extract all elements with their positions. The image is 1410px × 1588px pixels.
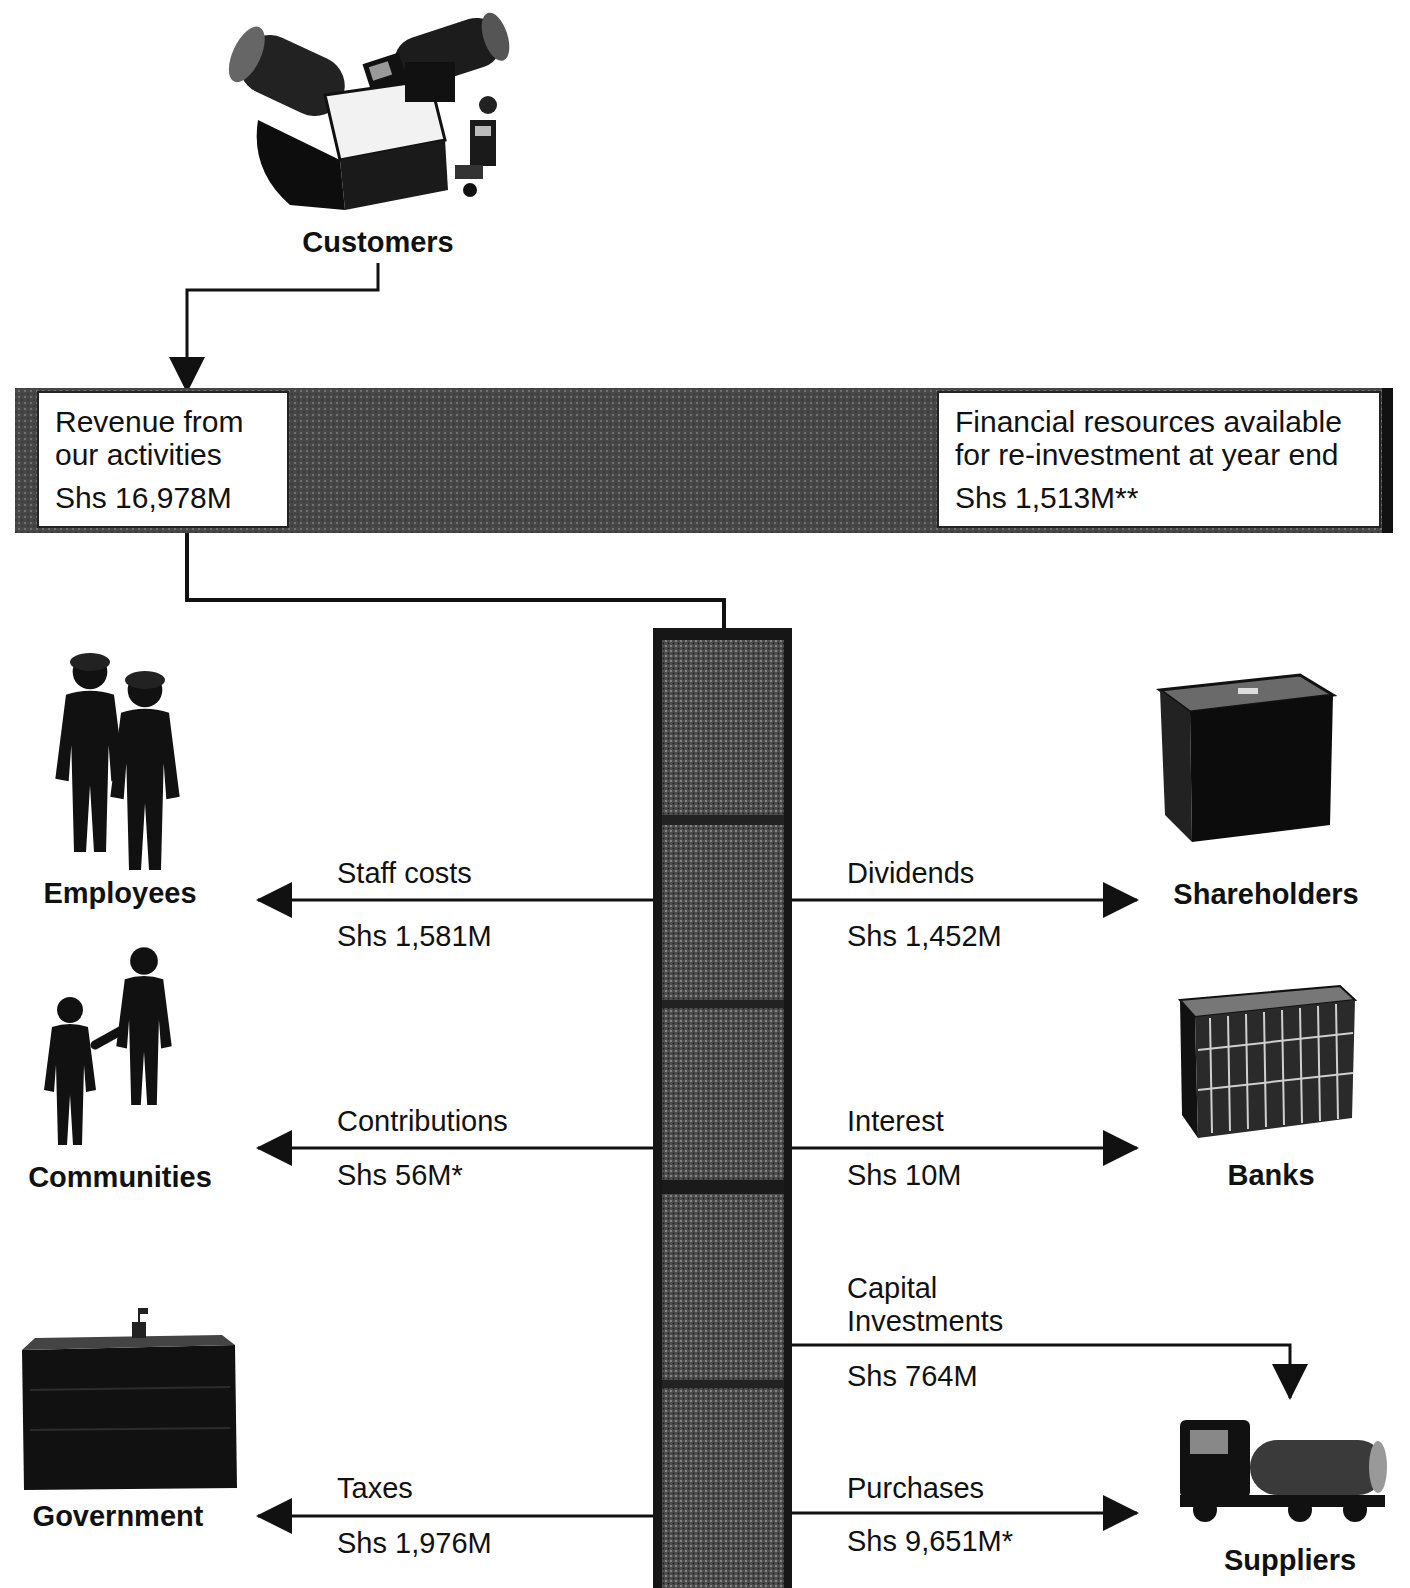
- flow-label: Interest: [847, 1105, 944, 1138]
- flow-label: Dividends: [847, 857, 974, 890]
- stakeholder-node: Banks: [1137, 990, 1395, 1195]
- flow-arrow: [187, 528, 724, 1516]
- stakeholder-label: Government: [33, 1500, 204, 1533]
- amount-label: Shs 10M: [847, 1159, 961, 1192]
- stakeholder-label: Shareholders: [1173, 878, 1358, 911]
- flow-label: Purchases: [847, 1472, 984, 1505]
- amount-label: Shs 1,452M: [847, 920, 1002, 953]
- amount-label: Shs 56M*: [337, 1159, 463, 1192]
- amount-holder: Shs 10M: [847, 1159, 961, 1192]
- amount-holder: Shs 1,581M: [337, 920, 492, 953]
- amount-label: Shs 1,581M: [337, 920, 492, 953]
- banks-illustration: [1180, 986, 1355, 1138]
- stakeholder-label: Employees: [43, 877, 196, 910]
- amount-label: Shs 1,976M: [337, 1527, 492, 1560]
- stakeholder-node: Employees: [22, 645, 258, 913]
- flow-label: Contributions: [337, 1105, 508, 1138]
- stakeholder-node: Suppliers: [1137, 1398, 1395, 1584]
- flow-arrow: [187, 528, 724, 1148]
- info-box: Revenue from our activitiesShs 16,978M: [37, 391, 289, 528]
- box-heading: Revenue from our activities: [55, 405, 271, 471]
- government-illustration: [22, 1308, 237, 1490]
- amount-holder: Shs 1,452M: [847, 920, 1002, 953]
- stakeholder-node: Government: [12, 1320, 258, 1535]
- amount-text: Shs 16,978M: [55, 481, 271, 514]
- shareholders-illustration: [1160, 675, 1333, 842]
- edge-label-holder: Taxes: [337, 1472, 413, 1505]
- stakeholder-node: Customers: [228, 8, 528, 263]
- amount-holder: Shs 764M: [847, 1360, 978, 1393]
- amount-holder: Shs 56M*: [337, 1159, 463, 1192]
- amount-label: Shs 764M: [847, 1360, 978, 1393]
- amount-text: Shs 1,513M**: [955, 481, 1363, 514]
- flow-arrow: [187, 528, 724, 900]
- stakeholder-node: Communities: [12, 940, 258, 1198]
- edge-label-holder: Staff costs: [337, 857, 472, 890]
- info-box: Financial resources available for re-inv…: [937, 391, 1381, 528]
- central-column: [653, 628, 792, 1588]
- suppliers-illustration: [1180, 1420, 1387, 1522]
- band: [15, 388, 1393, 533]
- flow-label: Staff costs: [337, 857, 472, 890]
- stakeholder-label: Customers: [302, 226, 454, 259]
- communities-illustration: [44, 947, 172, 1145]
- box-heading: Financial resources available for re-inv…: [955, 405, 1363, 471]
- customers-illustration: [221, 9, 516, 210]
- flow-label: Taxes: [337, 1472, 413, 1505]
- flow-label: Capital Investments: [847, 1272, 1021, 1339]
- edge-label-holder: Purchases: [847, 1472, 984, 1505]
- edge-label-holder: Capital Investments: [847, 1272, 1021, 1339]
- employees-illustration: [55, 653, 179, 870]
- stakeholder-label: Banks: [1227, 1159, 1314, 1192]
- edge-label-holder: Interest: [847, 1105, 944, 1138]
- amount-holder: Shs 9,651M*: [847, 1525, 1013, 1558]
- edge-label-holder: Dividends: [847, 857, 974, 890]
- stakeholder-label: Suppliers: [1224, 1544, 1356, 1577]
- amount-holder: Shs 1,976M: [337, 1527, 492, 1560]
- stakeholder-label: Communities: [28, 1161, 212, 1194]
- stakeholder-node: Shareholders: [1137, 665, 1395, 915]
- amount-label: Shs 9,651M*: [847, 1525, 1013, 1558]
- edge-label-holder: Contributions: [337, 1105, 508, 1138]
- flow-arrow: [187, 263, 378, 391]
